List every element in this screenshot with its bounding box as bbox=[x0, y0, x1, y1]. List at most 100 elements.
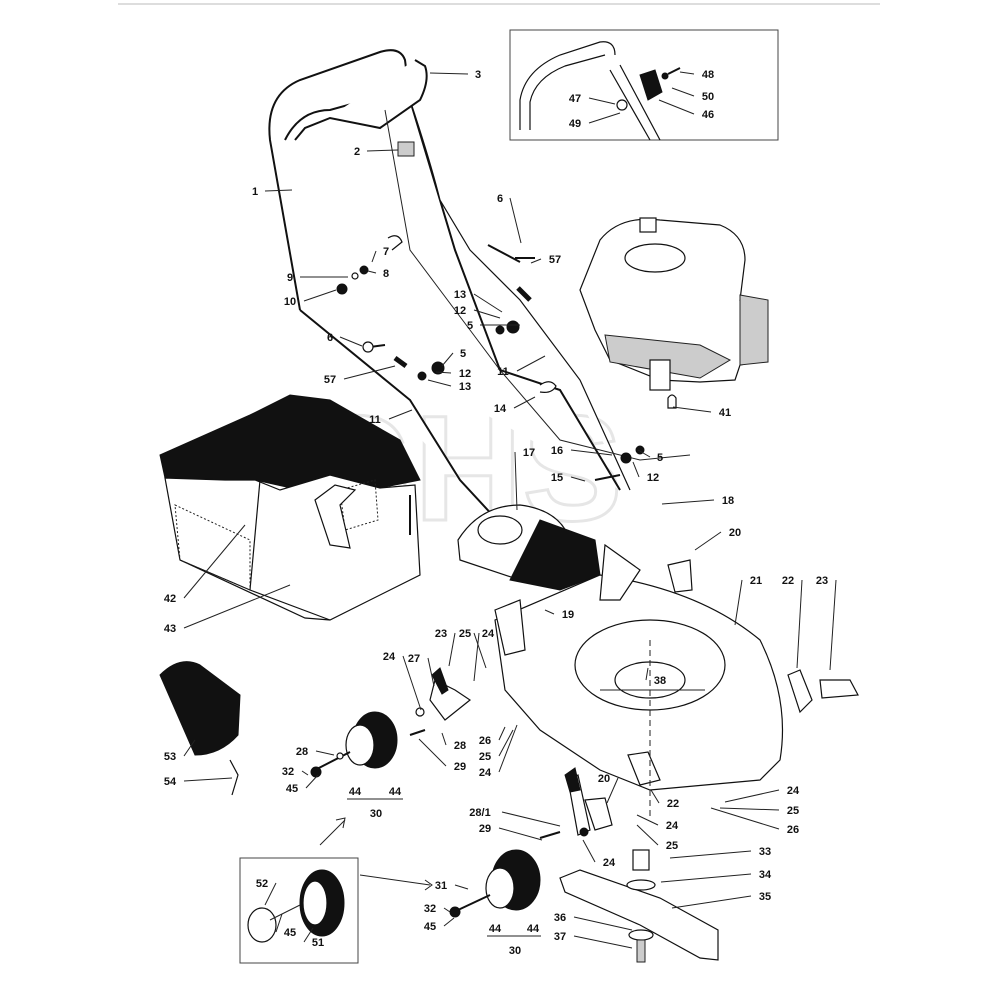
leader-line bbox=[498, 729, 514, 757]
blade-assembly bbox=[559, 849, 719, 963]
leader-line bbox=[427, 657, 435, 687]
leader-line bbox=[588, 112, 621, 124]
leader-line bbox=[303, 927, 314, 943]
leader-line bbox=[544, 609, 555, 615]
leader-line bbox=[441, 352, 454, 367]
callout-label: 32 bbox=[282, 766, 294, 778]
leader-line bbox=[454, 884, 469, 890]
leader-line bbox=[530, 258, 542, 264]
callout-label: 2 bbox=[354, 146, 360, 158]
leader-line bbox=[367, 270, 377, 274]
leader-line bbox=[498, 724, 518, 773]
leader-line bbox=[473, 632, 487, 669]
leader-line bbox=[632, 461, 640, 478]
callout-label: 35 bbox=[759, 891, 771, 903]
callout-label: 44 bbox=[349, 786, 362, 798]
leader-line bbox=[573, 935, 633, 949]
callout-label: 15 bbox=[551, 472, 563, 484]
callout-label: 5 bbox=[657, 452, 663, 464]
callout-label: 28/1 bbox=[469, 807, 490, 819]
leader-line bbox=[734, 579, 743, 626]
callout-label: 45 bbox=[286, 783, 298, 795]
leader-line bbox=[606, 777, 619, 804]
leader-line bbox=[636, 814, 659, 826]
callout-label: 28 bbox=[454, 740, 466, 752]
leader-line bbox=[443, 917, 455, 927]
callout-label: 25 bbox=[459, 628, 471, 640]
callout-label: 23 bbox=[816, 575, 828, 587]
callout-label: 26 bbox=[787, 824, 799, 836]
leader-line bbox=[418, 738, 447, 767]
callout-label: 25 bbox=[666, 840, 678, 852]
leader-line bbox=[636, 824, 659, 846]
leader-line bbox=[264, 882, 277, 906]
leader-line bbox=[671, 895, 752, 909]
callout-label: 25 bbox=[479, 751, 491, 763]
leader-line bbox=[435, 371, 452, 374]
callout-label: 24 bbox=[787, 785, 800, 797]
callout-label: 34 bbox=[759, 869, 772, 881]
callout-label: 54 bbox=[164, 776, 177, 788]
callout-label: 51 bbox=[312, 937, 324, 949]
leader-line bbox=[679, 71, 695, 75]
leader-line bbox=[305, 774, 319, 789]
callout-label: 9 bbox=[287, 272, 293, 284]
leader-line bbox=[516, 355, 546, 372]
callout-label: 7 bbox=[383, 246, 389, 258]
leader-line bbox=[672, 406, 712, 413]
callout-label: 22 bbox=[667, 798, 679, 810]
callout-label: 44 bbox=[489, 923, 502, 935]
callout-label: 10 bbox=[284, 296, 296, 308]
callout-label: 28 bbox=[296, 746, 308, 758]
callout-label: 36 bbox=[554, 912, 566, 924]
leader-line bbox=[573, 916, 633, 931]
mower-deck bbox=[494, 543, 859, 820]
leader-line bbox=[658, 99, 695, 115]
engine bbox=[579, 217, 769, 409]
leader-line bbox=[301, 770, 309, 776]
callout-label: 57 bbox=[549, 254, 561, 266]
callout-label: 43 bbox=[164, 623, 176, 635]
callout-label: 24 bbox=[383, 651, 396, 663]
callout-label: 12 bbox=[459, 368, 471, 380]
leader-line bbox=[796, 579, 803, 669]
callout-label: 49 bbox=[569, 118, 581, 130]
callout-labels: 1235556678910111112121213131415161718192… bbox=[164, 69, 837, 957]
leader-line bbox=[427, 379, 452, 387]
rear-deflector bbox=[457, 504, 601, 591]
leader-line bbox=[183, 777, 233, 782]
callout-label: 11 bbox=[369, 414, 381, 426]
callout-label: 48 bbox=[702, 69, 714, 81]
handle-assembly bbox=[268, 49, 691, 546]
leader-line bbox=[513, 396, 536, 409]
leader-line bbox=[509, 197, 522, 244]
callout-label: 12 bbox=[454, 305, 466, 317]
callout-label: 29 bbox=[479, 823, 491, 835]
callout-label: 19 bbox=[562, 609, 574, 621]
leader-line bbox=[366, 149, 399, 152]
leader-line bbox=[443, 907, 451, 913]
callout-label: 22 bbox=[782, 575, 794, 587]
leader-line bbox=[501, 811, 561, 827]
leader-line bbox=[694, 531, 722, 551]
callout-label: 42 bbox=[164, 593, 176, 605]
callout-label: 27 bbox=[408, 653, 420, 665]
throttle-inset bbox=[509, 29, 779, 141]
callout-label: 25 bbox=[787, 805, 799, 817]
callout-label: 24 bbox=[603, 857, 616, 869]
callout-label: 45 bbox=[284, 927, 296, 939]
leader-line bbox=[183, 739, 196, 757]
leader-line bbox=[570, 449, 613, 456]
callout-label: 21 bbox=[750, 575, 762, 587]
leader-line bbox=[183, 584, 291, 629]
leader-line bbox=[473, 309, 501, 319]
callout-label: 14 bbox=[494, 403, 507, 415]
callout-label: 18 bbox=[722, 495, 734, 507]
leader-line bbox=[441, 732, 447, 746]
leader-line bbox=[671, 87, 695, 97]
callout-label: 52 bbox=[256, 878, 268, 890]
callout-label: 3 bbox=[475, 69, 481, 81]
leader-line bbox=[645, 667, 649, 681]
callout-label: 17 bbox=[523, 447, 535, 459]
